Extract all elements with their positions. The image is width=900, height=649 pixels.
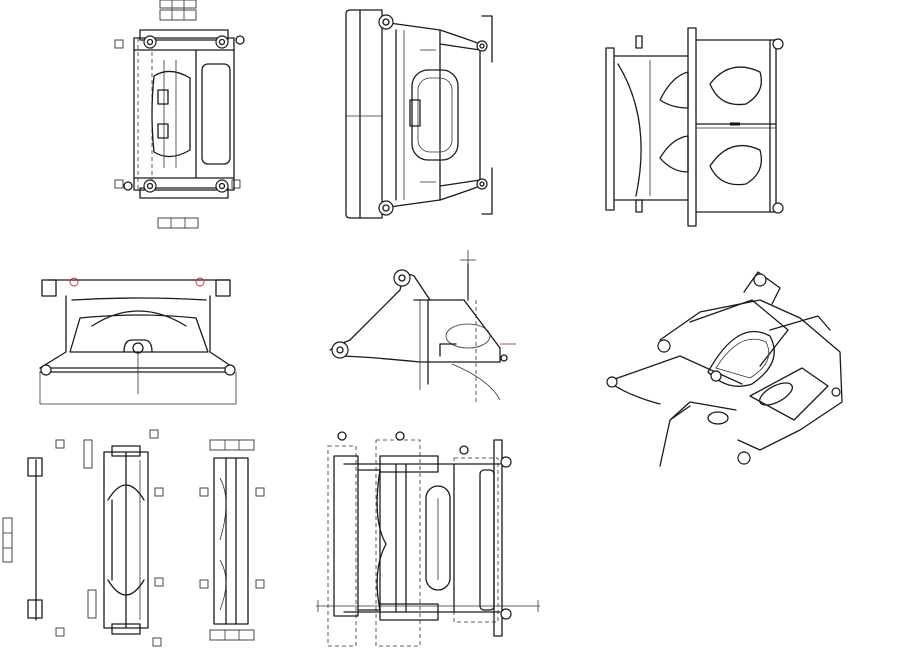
label-box-group xyxy=(114,0,241,229)
view-isometric xyxy=(606,271,843,467)
view-top-frame xyxy=(114,0,245,229)
view-front-frame xyxy=(605,27,784,227)
view-side-plate xyxy=(345,9,493,219)
view-cross-section xyxy=(329,250,516,404)
view-end-elevation xyxy=(39,277,237,405)
view-narrow-sides xyxy=(2,429,265,647)
view-plan-zones xyxy=(316,431,540,647)
